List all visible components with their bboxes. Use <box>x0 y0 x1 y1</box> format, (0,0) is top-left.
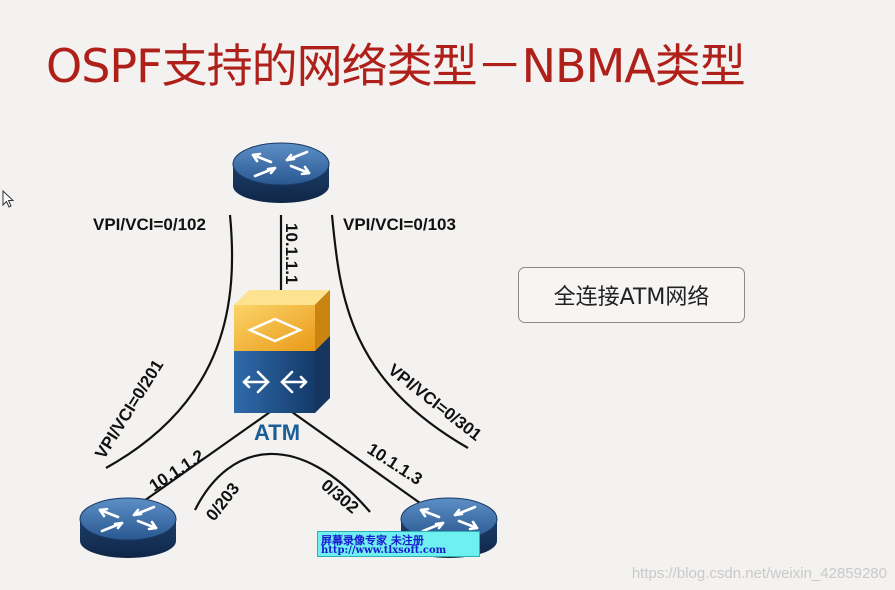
vc-label-left: VPI/VCI=0/201 <box>91 356 167 462</box>
right-trunk-link <box>291 411 428 509</box>
recorder-watermark-url: http://www.tlxsoft.com <box>321 545 447 556</box>
csdn-watermark: https://blog.csdn.net/weixin_42859280 <box>631 565 887 582</box>
vc-label-right: VPI/VCI=0/301 <box>385 360 486 445</box>
top-left-vc <box>105 214 234 469</box>
top-router-icon <box>231 141 331 205</box>
ip-label-left: 10.1.1.2 <box>146 446 208 495</box>
recorder-watermark: 屏幕录像专家 未注册 http://www.tlxsoft.com <box>317 531 480 557</box>
recorder-watermark-name: 屏幕录像专家 未注册 <box>321 534 424 547</box>
vc-label-top-right: VPI/VCI=0/103 <box>343 215 456 234</box>
atm-label: ATM <box>254 420 300 445</box>
ip-label-right: 10.1.1.3 <box>364 439 426 488</box>
slide-title: OSPF支持的网络类型－NBMA类型 <box>46 39 746 93</box>
vc-label-top-left: VPI/VCI=0/102 <box>93 215 206 234</box>
top-right-vc <box>330 214 469 449</box>
atm-switch-icon <box>234 290 330 413</box>
full-mesh-note: 全连接ATM网络 <box>518 267 745 323</box>
link-lines <box>105 214 469 513</box>
ip-label-top: 10.1.1.1 <box>282 223 301 284</box>
vc-label-bottom-left: 0/203 <box>202 479 243 524</box>
left-router-icon <box>78 496 178 560</box>
mouse-cursor-icon <box>2 190 15 208</box>
left-trunk-link <box>133 411 271 509</box>
bottom-vc <box>194 452 371 513</box>
